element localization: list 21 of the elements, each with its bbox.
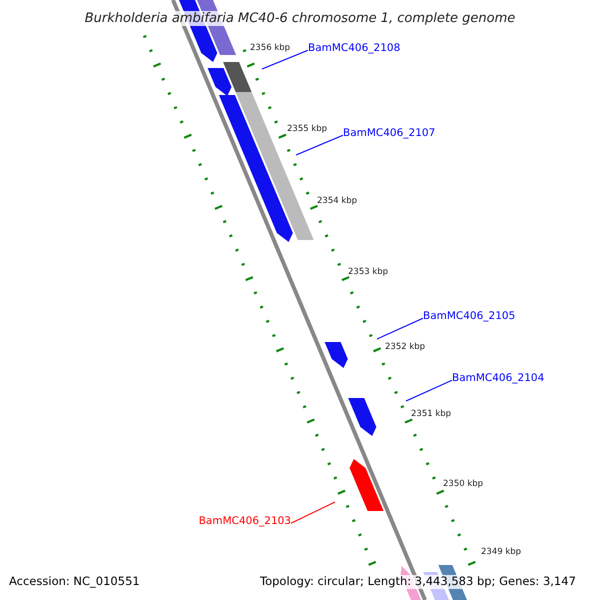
gene-label: BamMC406_2107 [343,128,436,138]
tick-label: 2349 kbp [481,548,522,556]
leader-line [296,134,344,156]
leader-line [406,380,452,402]
tick-label: 2356 kbp [250,44,290,52]
tick-label: 2354 kbp [317,197,358,206]
footer-text: Topology: circular; Length: 3,443,583 bp; Genes: 3,147 [258,575,578,588]
tick-label: 2352 kbp [385,343,426,352]
leader-line [376,318,424,340]
tick-label: 2353 kbp [348,268,388,276]
tick-label: 2350 kbp [443,480,484,488]
footer-text: Accession: NC_010551 [7,575,142,588]
leader-line [290,502,336,524]
gene-label: BamMC406_2105 [423,311,516,322]
tick-label: 2355 kbp [287,125,328,134]
gene-label: BamMC406_2103 [198,516,291,526]
leader-line [262,50,308,70]
tick-label: 2351 kbp [411,410,452,418]
diagram-title: Burkholderia ambifaria MC40-6 chromosome 1, complete genome [82,11,518,26]
gene-label: BamMC406_2104 [452,373,544,384]
gene-label: BamMC406_2108 [308,43,400,54]
